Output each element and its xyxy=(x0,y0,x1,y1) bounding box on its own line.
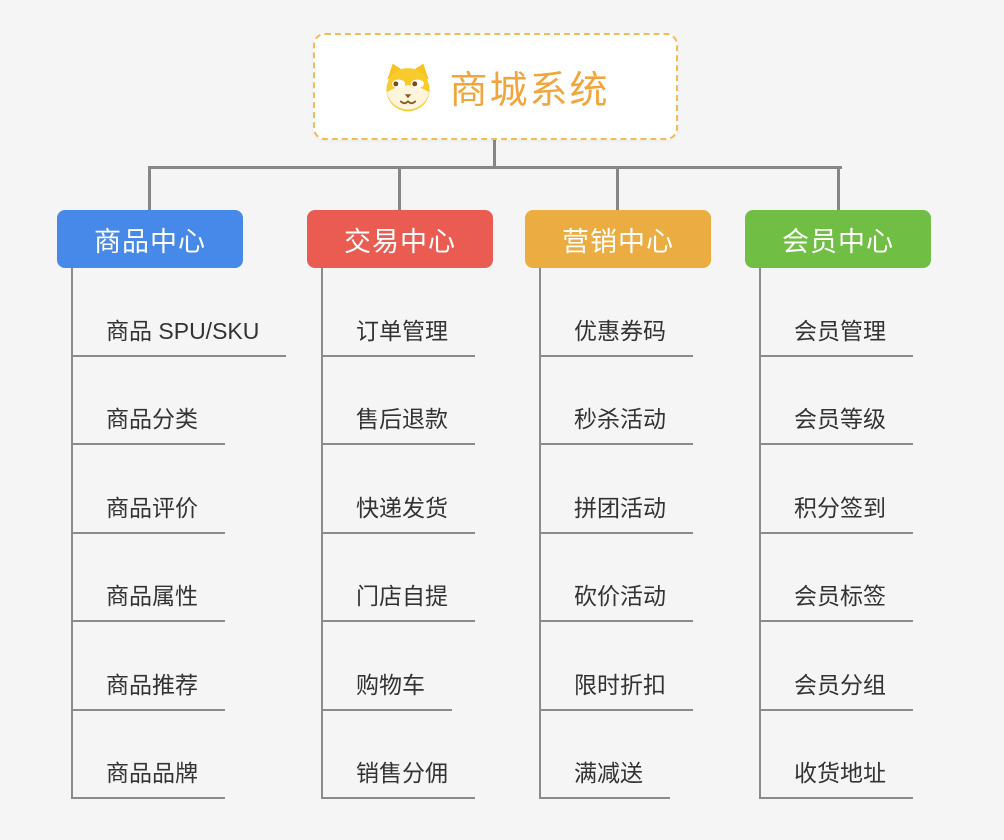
connector-drop-marketing xyxy=(616,166,619,211)
child-node[interactable]: 会员标签 xyxy=(761,534,913,622)
branch-children-product: 商品 SPU/SKU 商品分类 商品评价 商品属性 商品推荐 商品品牌 xyxy=(71,268,287,799)
child-node[interactable]: 限时折扣 xyxy=(541,622,693,711)
dog-face-icon xyxy=(386,63,431,111)
branch-label: 会员中心 xyxy=(782,226,894,257)
child-node[interactable]: 快递发货 xyxy=(323,445,475,534)
child-node[interactable]: 商品评价 xyxy=(73,445,225,534)
child-node[interactable]: 销售分佣 xyxy=(323,711,475,799)
branch-children-marketing: 优惠券码 秒杀活动 拼团活动 砍价活动 限时折扣 满减送 xyxy=(539,268,693,799)
connector-drop-member xyxy=(837,166,840,211)
child-node[interactable]: 订单管理 xyxy=(323,268,475,357)
child-node[interactable]: 商品 SPU/SKU xyxy=(73,268,287,357)
child-node[interactable]: 门店自提 xyxy=(323,534,475,622)
child-node[interactable]: 商品品牌 xyxy=(73,711,225,799)
branch-label: 商品中心 xyxy=(94,226,206,257)
connector-trunk xyxy=(148,166,842,169)
child-node[interactable]: 商品分类 xyxy=(73,357,225,445)
connector-root-stub xyxy=(493,139,496,168)
child-node[interactable]: 商品推荐 xyxy=(73,622,225,711)
child-node[interactable]: 满减送 xyxy=(541,711,670,799)
child-node[interactable]: 会员分组 xyxy=(761,622,913,711)
branch-header-product[interactable]: 商品中心 xyxy=(57,210,243,268)
child-node[interactable]: 购物车 xyxy=(323,622,452,711)
branch-children-trade: 订单管理 售后退款 快递发货 门店自提 购物车 销售分佣 xyxy=(321,268,475,799)
branch-label: 营销中心 xyxy=(562,226,674,257)
child-node[interactable]: 收货地址 xyxy=(761,711,913,799)
connector-drop-product xyxy=(148,166,151,211)
child-node[interactable]: 积分签到 xyxy=(761,445,913,534)
branch-children-member: 会员管理 会员等级 积分签到 会员标签 会员分组 收货地址 xyxy=(759,268,913,799)
branch-label: 交易中心 xyxy=(344,226,456,257)
branch-header-marketing[interactable]: 营销中心 xyxy=(525,210,711,268)
root-node-mall-system[interactable]: 商城系统 xyxy=(313,33,678,140)
branch-header-trade[interactable]: 交易中心 xyxy=(307,210,493,268)
child-node[interactable]: 秒杀活动 xyxy=(541,357,693,445)
child-node[interactable]: 优惠券码 xyxy=(541,268,693,357)
child-node[interactable]: 拼团活动 xyxy=(541,445,693,534)
child-node[interactable]: 售后退款 xyxy=(323,357,475,445)
child-node[interactable]: 会员等级 xyxy=(761,357,913,445)
root-title: 商城系统 xyxy=(449,70,610,112)
child-node[interactable]: 砍价活动 xyxy=(541,534,693,622)
branch-header-member[interactable]: 会员中心 xyxy=(745,210,931,268)
child-node[interactable]: 商品属性 xyxy=(73,534,225,622)
connector-drop-trade xyxy=(398,166,401,211)
child-node[interactable]: 会员管理 xyxy=(761,268,913,357)
